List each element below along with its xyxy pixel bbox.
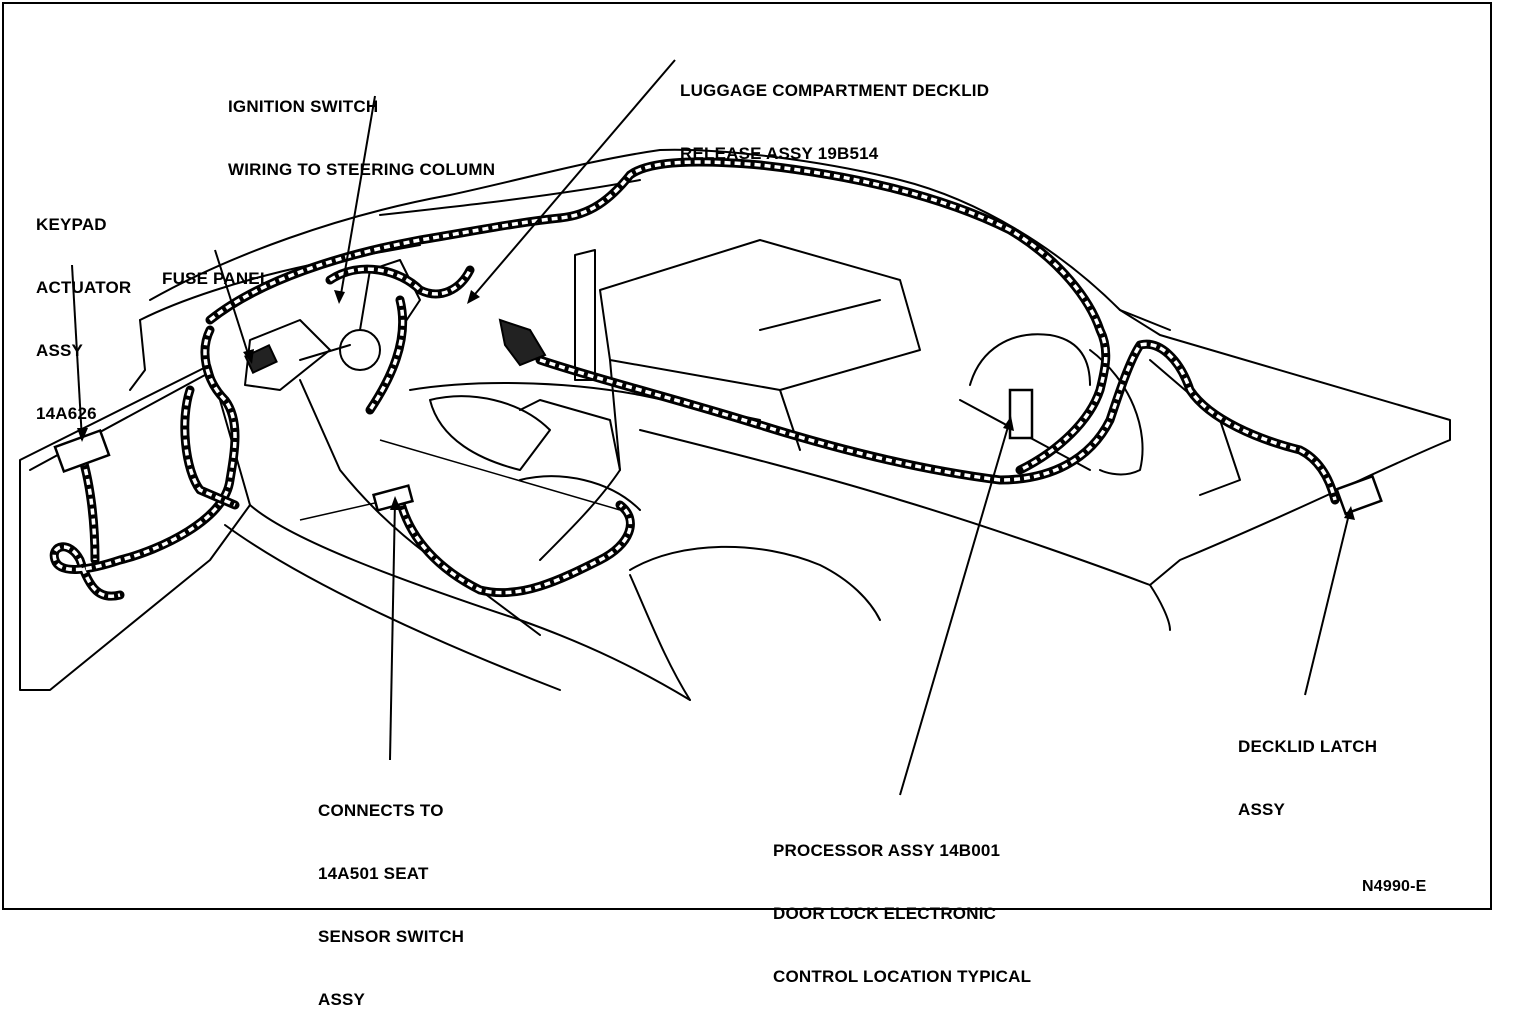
label-line: 14A626 [36, 404, 97, 423]
label-line: IGNITION SWITCH [228, 97, 379, 116]
label-decklid-latch: DECKLID LATCH ASSY [1238, 694, 1377, 841]
leader-luggage [469, 59, 676, 301]
label-line: DECKLID LATCH [1238, 737, 1378, 756]
label-line: WIRING TO STEERING COLUMN [228, 160, 496, 179]
label-luggage-decklid-release: LUGGAGE COMPARTMENT DECKLID RELEASE ASSY… [680, 38, 989, 185]
label-fuse-panel: FUSE PANEL [162, 226, 270, 310]
leader-ignition [339, 95, 376, 301]
label-line: CONTROL LOCATION TYPICAL [773, 967, 1032, 986]
label-line: ASSY [318, 990, 366, 1009]
vehicle-illustration [2, 2, 1492, 910]
label-ignition-switch: IGNITION SWITCH WIRING TO STEERING COLUM… [228, 54, 495, 201]
label-line: ACTUATOR [36, 278, 132, 297]
wiring-diagram: IGNITION SWITCH WIRING TO STEERING COLUM… [2, 2, 1492, 1009]
leader-decklid-latch [1304, 509, 1351, 696]
leader-processor [899, 419, 1011, 796]
label-line: PROCESSOR ASSY 14B001 [773, 841, 1001, 860]
leader-keypad [71, 264, 83, 441]
decklid-latch-component [1335, 474, 1383, 516]
label-line: CONNECTS TO [318, 801, 444, 820]
wiring-harness [49, 157, 1340, 601]
frame-border [2, 2, 1492, 910]
figure-id: N4990-E [1362, 878, 1427, 895]
label-line: RELEASE ASSY 19B514 [680, 144, 879, 163]
label-processor-assy: PROCESSOR ASSY 14B001 DOOR LOCK ELECTRON… [773, 798, 1031, 1008]
processor-component [1008, 388, 1034, 440]
keypad-actuator-component [53, 428, 111, 474]
leader-fuse [214, 249, 251, 361]
decklid-release-component [498, 318, 547, 367]
leader-connects [389, 499, 396, 761]
label-line: LUGGAGE COMPARTMENT DECKLID [680, 81, 990, 100]
label-seat-sensor-connects: CONNECTS TO 14A501 SEAT SENSOR SWITCH AS… [318, 758, 464, 1031]
label-line: KEYPAD [36, 215, 107, 234]
leader-lines [71, 59, 1355, 796]
fuse-panel-component [244, 344, 278, 374]
components [53, 318, 1383, 516]
label-line: 14A501 SEAT [318, 864, 429, 883]
label-line: ASSY [1238, 800, 1286, 819]
label-keypad-actuator: KEYPAD ACTUATOR ASSY 14A626 [36, 172, 131, 445]
label-line: FUSE PANEL [162, 269, 271, 288]
label-line: ASSY [36, 341, 84, 360]
label-line: SENSOR SWITCH [318, 927, 465, 946]
